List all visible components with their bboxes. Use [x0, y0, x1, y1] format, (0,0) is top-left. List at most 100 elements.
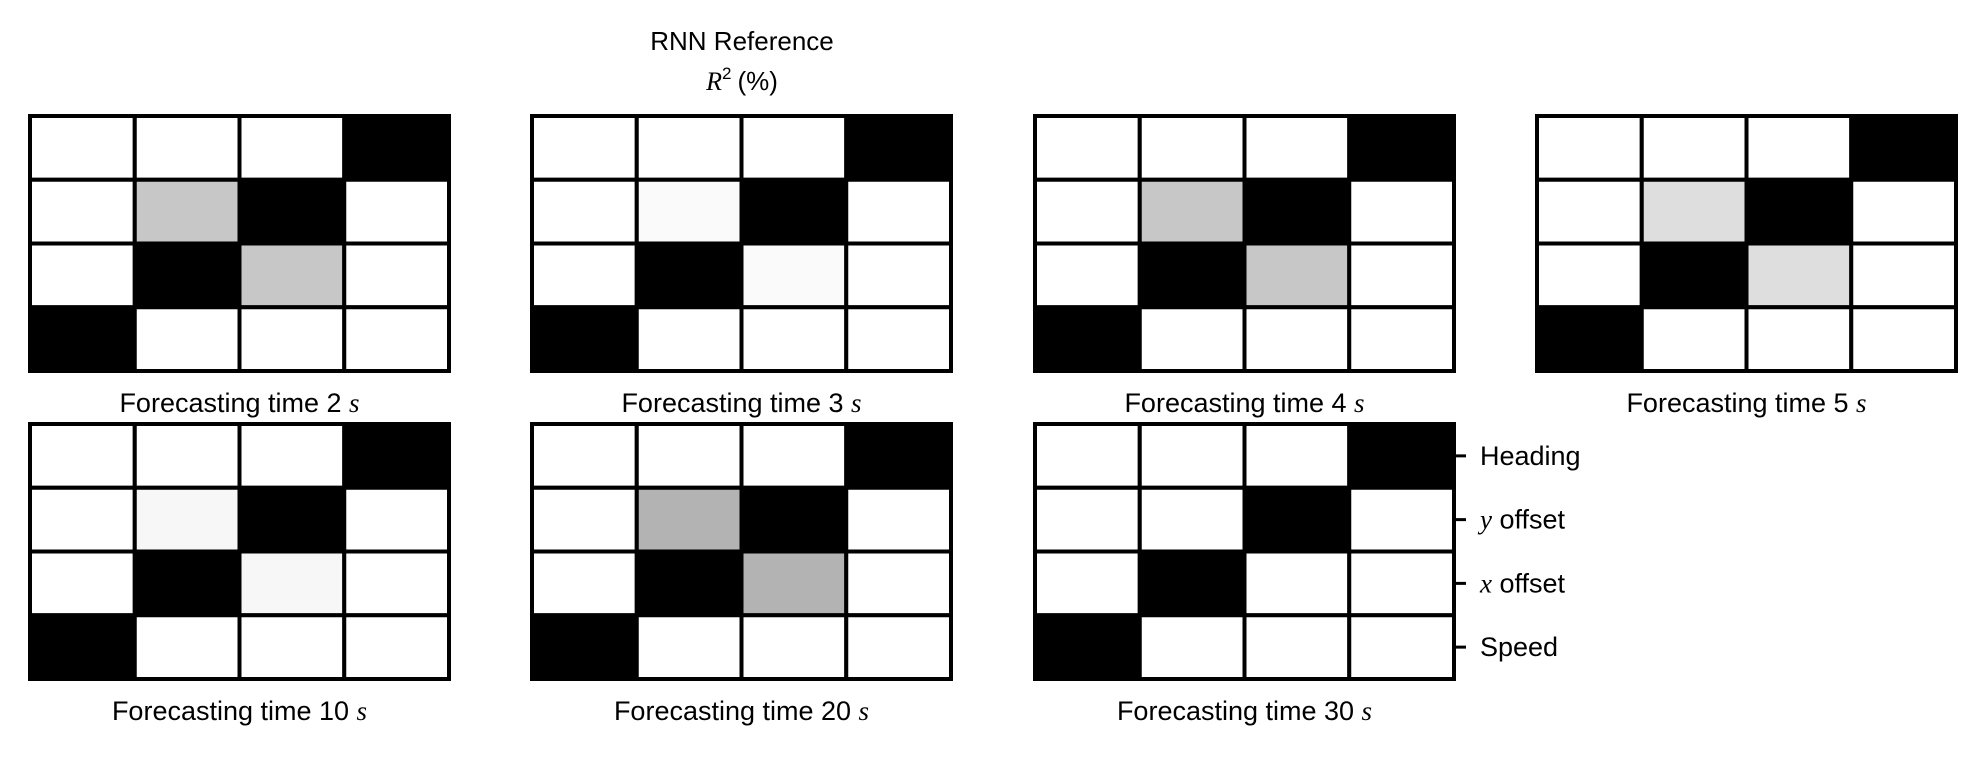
heatmap-cell [132, 177, 242, 246]
heatmap-cell [530, 485, 639, 554]
panel-frame [530, 422, 953, 681]
heatmap-cell [132, 305, 242, 373]
heatmap-cell [1347, 422, 1456, 490]
heatmap-cell [28, 114, 137, 182]
heatmap-cell [342, 177, 451, 246]
panel-label-unit: s [1354, 388, 1365, 418]
heatmap-cell [1137, 549, 1247, 618]
heatmap-cell [342, 485, 451, 554]
heatmap-cell [530, 241, 639, 310]
panel-frame [28, 422, 451, 681]
heatmap-cell [1242, 485, 1352, 554]
heatmap-panel: Forecasting time 5 s [1535, 114, 1958, 418]
row-tick-label-text: offset [1492, 505, 1566, 535]
heatmap-cell [844, 177, 953, 246]
heatmap-cell [237, 241, 347, 310]
heatmap-cell [1137, 114, 1247, 182]
panel-label: Forecasting time 3 s [621, 388, 861, 418]
heatmap-cell [342, 422, 451, 490]
heatmap-cell [237, 549, 347, 618]
heatmap-cell [1033, 485, 1142, 554]
heatmap-cell [1033, 422, 1142, 490]
heatmap-cell [844, 241, 953, 310]
heatmap-cell [342, 114, 451, 182]
heatmap-cell [28, 241, 137, 310]
heatmap-cell [28, 305, 137, 373]
heatmap-cell [237, 114, 347, 182]
heatmap-cell [132, 613, 242, 681]
heatmap-cell [237, 305, 347, 373]
heatmap-cell [132, 485, 242, 554]
heatmap-cell [844, 114, 953, 182]
heatmap-cell [1849, 241, 1958, 310]
heatmap-cell [844, 305, 953, 373]
panel-frame [1033, 422, 1456, 681]
heatmap-cell [530, 613, 639, 681]
heatmap-cell [1242, 114, 1352, 182]
panel-label: Forecasting time 20 s [614, 696, 869, 726]
heatmap-cell [342, 305, 451, 373]
heatmap-cell [1137, 241, 1247, 310]
subtitle-symbol: R [705, 67, 722, 96]
heatmap-cell [844, 613, 953, 681]
heatmap-cell [237, 613, 347, 681]
heatmap-cell [1347, 241, 1456, 310]
panel-frame [28, 114, 451, 373]
panel-label-text: Forecasting time 5 [1626, 388, 1856, 418]
heatmap-cell [1849, 177, 1958, 246]
heatmap-cell [1744, 241, 1854, 310]
heatmap-cell [1347, 549, 1456, 618]
panel-label-unit: s [851, 388, 862, 418]
heatmap-cell [1535, 305, 1644, 373]
row-tick-label-text: Speed [1480, 632, 1558, 662]
heatmap-cell [634, 485, 744, 554]
heatmap-cell [28, 613, 137, 681]
heatmap-cell [28, 485, 137, 554]
heatmap-panels: Forecasting time 2 s Forecasting time 3 s… [28, 114, 1958, 726]
chart-subtitle: R2(%) [705, 64, 778, 96]
heatmap-cell [28, 177, 137, 246]
panel-label-unit: s [349, 388, 360, 418]
heatmap-cell [1347, 114, 1456, 182]
heatmap-cell [844, 422, 953, 490]
heatmap-cell [844, 549, 953, 618]
row-tick-label: Heading [1480, 441, 1581, 471]
panel-label: Forecasting time 30 s [1117, 696, 1372, 726]
heatmap-cell [1137, 177, 1247, 246]
heatmap-cell [1347, 177, 1456, 246]
panel-label-unit: s [1362, 696, 1373, 726]
row-tick-label: y offset [1477, 505, 1566, 535]
heatmap-cell [132, 114, 242, 182]
heatmap-cell [1242, 549, 1352, 618]
heatmap-cell [342, 613, 451, 681]
panel-label-text: Forecasting time 10 [112, 696, 357, 726]
heatmap-cell [237, 485, 347, 554]
heatmap-panel: Forecasting time 4 s [1033, 114, 1456, 418]
row-tick-label-text: Heading [1480, 441, 1581, 471]
heatmap-cell [1033, 114, 1142, 182]
chart-title: RNN Reference [650, 26, 834, 56]
panel-label-unit: s [1856, 388, 1867, 418]
heatmap-cell [739, 177, 849, 246]
row-tick-label: Speed [1480, 632, 1558, 662]
heatmap-cell [1137, 485, 1247, 554]
row-tick-label: x offset [1479, 568, 1566, 598]
heatmap-cell [530, 305, 639, 373]
heatmap-cell [1137, 305, 1247, 373]
heatmap-cell [1033, 305, 1142, 373]
heatmap-cell [1535, 241, 1644, 310]
row-tick-label-var: y [1477, 505, 1492, 535]
panel-label: Forecasting time 5 s [1626, 388, 1866, 418]
heatmap-cell [739, 114, 849, 182]
heatmap-cell [1033, 177, 1142, 246]
heatmap-cell [1242, 177, 1352, 246]
heatmap-cell [132, 549, 242, 618]
panel-label-text: Forecasting time 4 [1124, 388, 1354, 418]
heatmap-cell [634, 177, 744, 246]
heatmap-cell [739, 549, 849, 618]
heatmap-cell [1242, 422, 1352, 490]
heatmap-cell [1347, 485, 1456, 554]
panel-label: Forecasting time 2 s [119, 388, 359, 418]
heatmap-cell [634, 114, 744, 182]
heatmap-panel: Forecasting time 3 s [530, 114, 953, 418]
